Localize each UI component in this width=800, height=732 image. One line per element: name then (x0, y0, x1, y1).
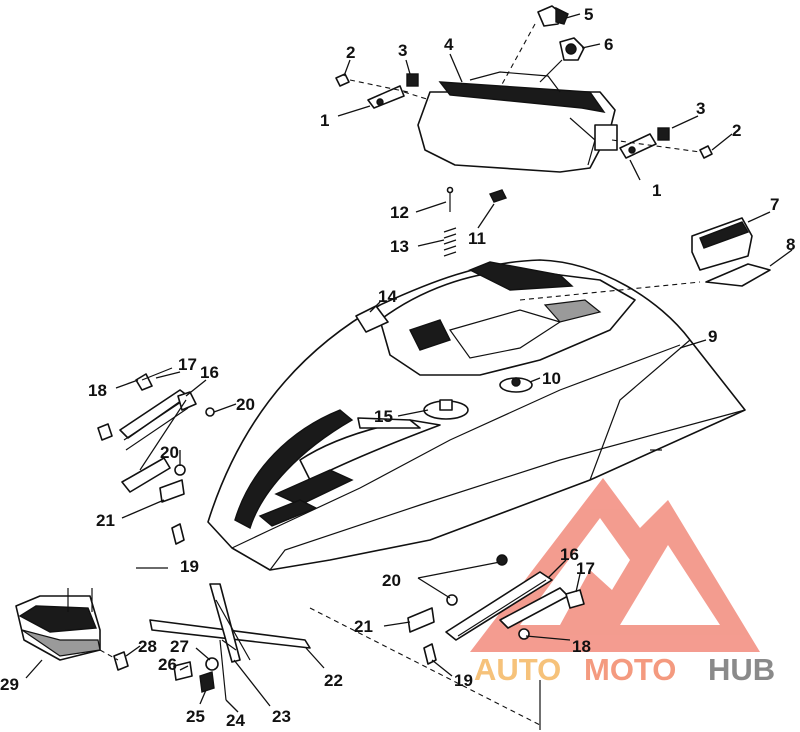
right-hinge-assembly (407, 554, 585, 665)
callout-14: 14 (378, 287, 397, 306)
callout-3-right: 3 (696, 99, 705, 118)
callout-13: 13 (390, 237, 409, 256)
callout-24: 24 (226, 711, 245, 730)
callout-17-right: 17 (576, 559, 595, 578)
callout-26: 26 (158, 655, 177, 674)
watermark-triangle-cut2 (620, 545, 720, 625)
callout-12: 12 (390, 203, 409, 222)
lower-support-bracket (149, 583, 311, 701)
watermark-text: AUTO MOTO HUB (474, 652, 775, 687)
left-hinge-assembly (97, 367, 215, 545)
callout-4: 4 (444, 35, 454, 54)
callout-1-right: 1 (652, 181, 661, 200)
callout-21-right: 21 (354, 617, 373, 636)
callout-10: 10 (542, 369, 561, 388)
side-panel-bracket (691, 217, 771, 287)
front-bumper-panel (15, 588, 129, 671)
callout-9: 9 (708, 327, 717, 346)
hood-body (207, 259, 746, 571)
callout-23: 23 (272, 707, 291, 726)
callout-22: 22 (324, 671, 343, 690)
callout-8: 8 (786, 235, 795, 254)
callout-1-left: 1 (320, 111, 329, 130)
callout-labels: 1 1 2 2 3 3 4 5 6 7 8 9 10 11 12 13 14 1… (0, 5, 795, 730)
callout-19-right: 19 (454, 671, 473, 690)
headlight-assembly (417, 71, 618, 173)
headlight-bulb (537, 5, 569, 27)
callout-2-left: 2 (346, 43, 355, 62)
callout-20-middle: 20 (160, 443, 179, 462)
callout-21-left: 21 (96, 511, 115, 530)
headlight-bracket-left (335, 73, 419, 109)
callout-27: 27 (170, 637, 189, 656)
callout-3-left: 3 (398, 41, 407, 60)
watermark-text-moto: MOTO (584, 652, 676, 687)
hood-clip-14 (355, 305, 389, 333)
bulb-socket (559, 37, 585, 61)
callout-15: 15 (374, 407, 393, 426)
callout-18-right: 18 (572, 637, 591, 656)
leader-lines (25, 13, 793, 713)
callout-18-left: 18 (88, 381, 107, 400)
callout-29: 29 (0, 675, 19, 694)
callout-28: 28 (138, 637, 157, 656)
callout-25: 25 (186, 707, 205, 726)
callout-16-right: 16 (560, 545, 579, 564)
callout-7: 7 (770, 195, 779, 214)
callout-2-right: 2 (732, 121, 741, 140)
small-hardware (443, 186, 507, 257)
headlight-bracket-right (619, 127, 713, 159)
watermark-text-hub: HUB (708, 652, 775, 687)
watermark-text-auto: AUTO (474, 652, 561, 687)
hood-fastener-15 (423, 399, 469, 420)
callout-17-left: 17 (178, 355, 197, 374)
callout-20-lower: 20 (382, 571, 401, 590)
callout-16-left: 16 (200, 363, 219, 382)
hood-fastener-10 (499, 377, 533, 393)
callout-11: 11 (468, 229, 486, 248)
callout-6: 6 (604, 35, 613, 54)
callout-5: 5 (584, 5, 593, 24)
callout-19-left: 19 (180, 557, 199, 576)
callout-20-upper: 20 (236, 395, 255, 414)
